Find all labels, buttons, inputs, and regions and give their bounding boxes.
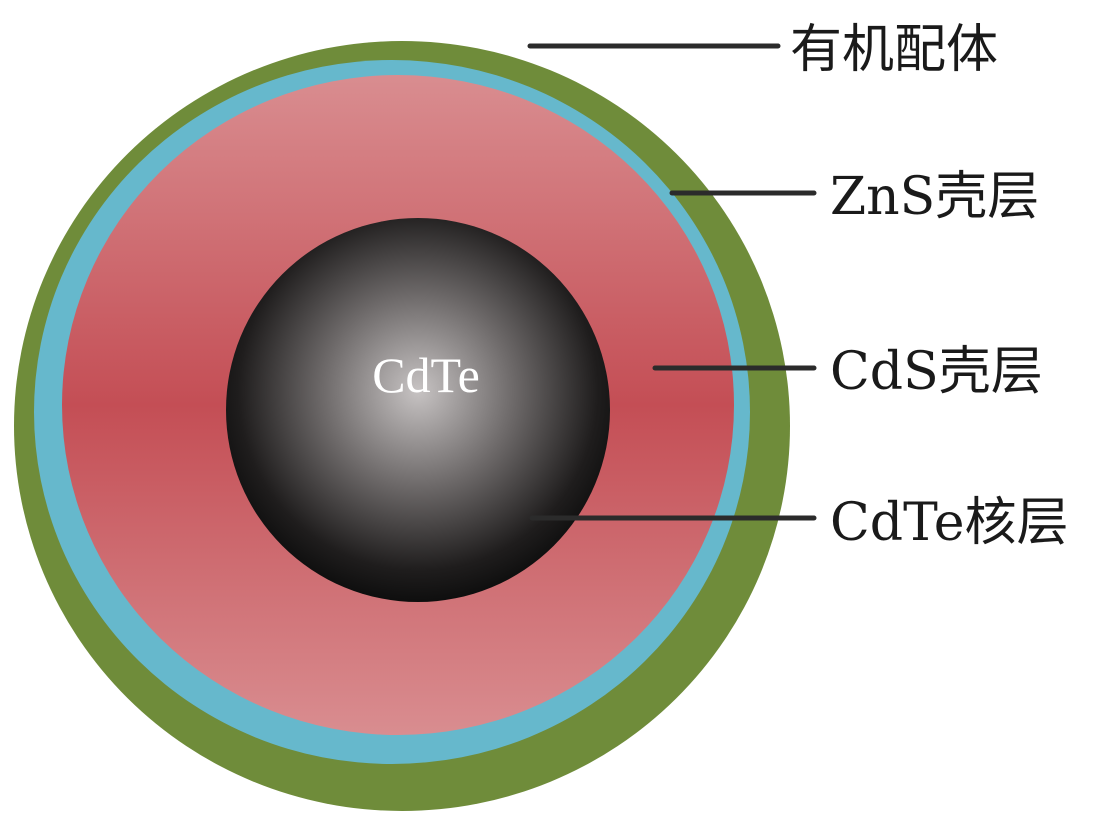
cdte-core [226,218,610,602]
zns-shell-label: ZnS壳层 [830,167,1039,227]
cds-shell-label: CdS壳层 [830,342,1043,402]
cdte-core-label: CdTe核层 [830,493,1069,553]
core-label: CdTe [372,347,480,403]
ligand-label: 有机配体 [790,20,998,80]
